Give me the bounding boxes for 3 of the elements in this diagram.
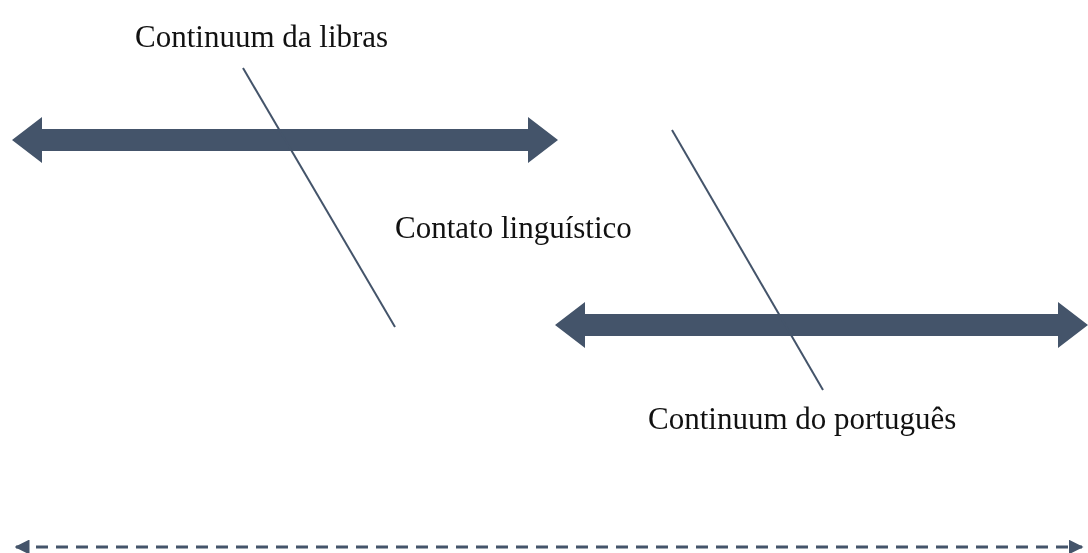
continuum-label: Continuum do português — [648, 401, 957, 437]
center-label: Contato linguístico — [395, 210, 632, 246]
continuum-label: Continuum da libras — [135, 19, 389, 55]
